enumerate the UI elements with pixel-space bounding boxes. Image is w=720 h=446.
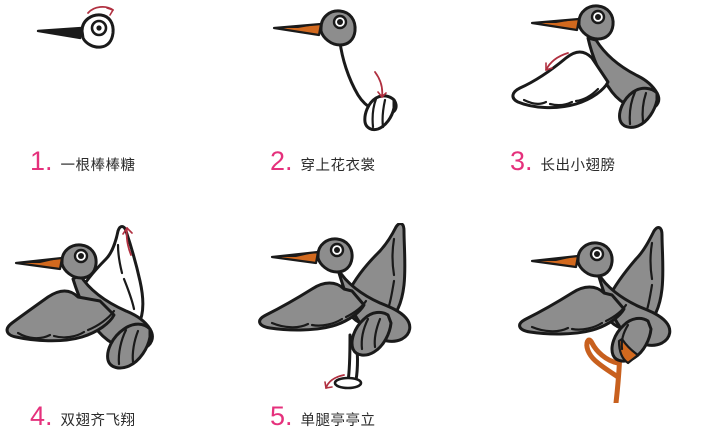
crane-step-head (0, 0, 240, 150)
beak-shape (36, 26, 84, 40)
tail-feather-shape (363, 94, 396, 132)
eye-pupil (595, 14, 601, 20)
full-bird-drawing (5, 225, 154, 370)
lower-wing-gray (518, 285, 626, 336)
tail-line-1 (117, 328, 128, 366)
beak-shape (530, 254, 580, 269)
crane-step-both-wings (0, 223, 240, 403)
standing-bird-drawing (258, 223, 412, 390)
eye-pupil (334, 247, 340, 253)
step-caption-3: 3. 长出小翅膀 (480, 148, 720, 188)
crane-step-one-leg (240, 223, 480, 403)
step-label-4: 双翅齐飞翔 (60, 413, 136, 429)
step-number-2: 2. (270, 146, 293, 176)
step-label-1: 一根棒棒糖 (60, 158, 136, 174)
direction-arrow-icon (374, 71, 387, 98)
eye-pupil (337, 19, 343, 25)
step-number-4: 4. (30, 401, 53, 431)
beak-top-dark (16, 258, 62, 263)
beak-top-dark (532, 19, 579, 23)
direction-arrow-icon (545, 52, 569, 71)
tail-orange-tip (617, 337, 640, 365)
step-number-1: 1. (30, 146, 53, 176)
step-number-5: 5. (270, 401, 293, 431)
step-caption-2: 2. 穿上花衣裳 (240, 148, 480, 188)
eye-pupil (96, 25, 102, 31)
step-number-3: 3. (510, 146, 533, 176)
tutorial-step-panel-4: 4. 双翅齐飞翔 (0, 223, 240, 446)
tutorial-step-panel-1: 1. 一根棒棒糖 (0, 0, 240, 223)
lower-wing-gray (5, 289, 116, 343)
tail-line-2 (131, 329, 140, 364)
final-bird-drawing (518, 226, 672, 403)
tutorial-step-panel-2: 2. 穿上花衣裳 (240, 0, 480, 223)
tail-line-1 (360, 317, 370, 351)
lower-wing-scallop (270, 299, 368, 329)
direction-arrow-icon (324, 374, 345, 389)
step-caption-1: 1. 一根棒棒糖 (0, 148, 240, 188)
tail-feather-line-1 (371, 97, 378, 129)
foot-shape (333, 376, 363, 390)
direction-arrow-icon (87, 6, 114, 16)
crane-step-small-wing (480, 0, 720, 150)
crane-step-neck-body (240, 0, 480, 150)
tail-feather-line-2 (381, 98, 387, 129)
tail-line-1 (628, 90, 637, 126)
step-caption-5: 5. 单腿亭亭立 (240, 403, 480, 443)
body-drawing (511, 4, 661, 129)
head-drawing (36, 13, 115, 49)
lower-wing-scallop (16, 309, 116, 340)
eye-pupil (594, 251, 600, 257)
beak-shape (530, 17, 581, 32)
tail-line-2 (641, 91, 648, 124)
tutorial-step-panel-5: 5. 单腿亭亭立 (240, 223, 480, 446)
wing-shape (511, 50, 610, 110)
beak-shape (14, 256, 64, 271)
tail-line-1 (620, 323, 630, 351)
step-label-2: 穿上花衣裳 (300, 158, 376, 174)
eye-pupil (78, 253, 84, 259)
bent-leg (584, 337, 621, 380)
beak-top-dark (274, 24, 321, 28)
crane-step-final (480, 223, 720, 403)
tutorial-step-panel-6 (480, 223, 720, 446)
wing-scallop (522, 87, 600, 107)
step-caption-4: 4. 双翅齐飞翔 (0, 403, 240, 443)
neck-body-drawing (272, 9, 398, 132)
beak-shape (272, 22, 323, 37)
step-label-3: 长出小翅膀 (540, 158, 616, 174)
lower-wing-scallop (530, 303, 628, 333)
tutorial-step-panel-3: 3. 长出小翅膀 (480, 0, 720, 223)
direction-arrow-icon (122, 227, 133, 256)
lower-wing-gray (258, 281, 366, 332)
tail-line-2 (373, 317, 382, 349)
beak-top-dark (272, 252, 318, 257)
step-label-5: 单腿亭亭立 (300, 413, 376, 429)
leg-shape (346, 333, 352, 383)
beak-shape (270, 250, 320, 265)
beak-top-dark (532, 256, 578, 261)
step-caption-6 (480, 403, 720, 443)
